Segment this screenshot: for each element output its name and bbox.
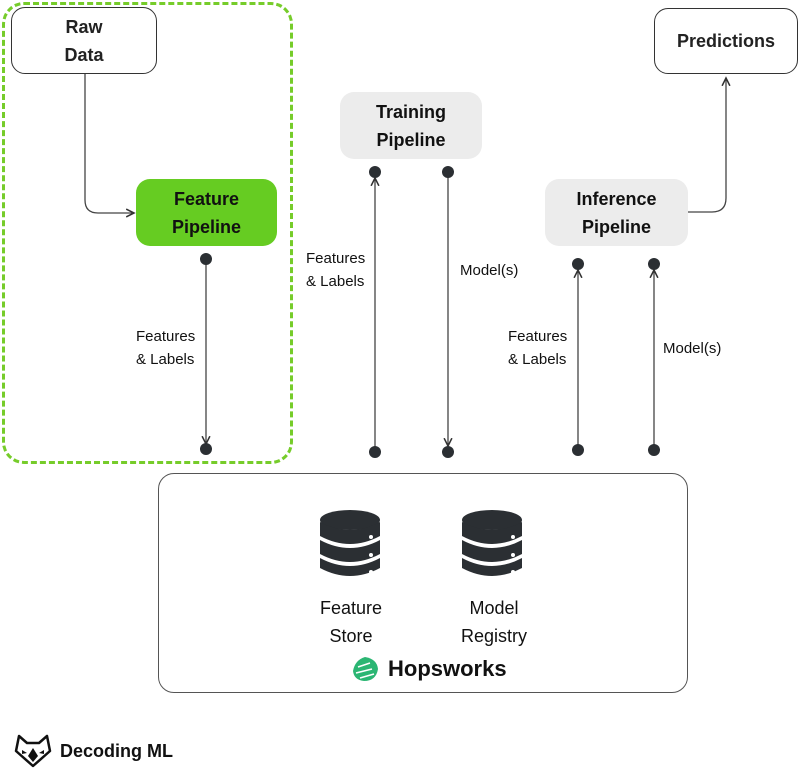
edge-label-store-to-training: Features & Labels: [306, 250, 366, 290]
edge-dot: [572, 444, 584, 456]
edge-label-registry-to-inference: Model(s): [663, 340, 722, 357]
edge-dot: [369, 166, 381, 178]
brand-name: Decoding ML: [60, 740, 173, 761]
edge-dot: [442, 166, 454, 178]
hopsworks-name: Hopsworks: [388, 656, 507, 681]
edge-dot: [648, 444, 660, 456]
database-icon: [320, 510, 380, 576]
edge-dot: [572, 258, 584, 270]
edge-dot: [200, 253, 212, 265]
hopsworks-logo-icon: [353, 657, 378, 681]
decoding-ml-brand: Decoding ML: [14, 734, 173, 768]
predictions-node[interactable]: Predictions: [654, 8, 798, 74]
feature-pipeline-group: [2, 2, 293, 464]
edge-raw-to-feature: [84, 74, 134, 213]
edge-dot: [648, 258, 660, 270]
model-registry-label: Model Registry: [460, 598, 527, 646]
hopsworks-platform: [158, 473, 688, 693]
hopsworks-brand: Hopsworks: [350, 655, 507, 683]
edge-label-store-to-inference: Features & Labels: [508, 328, 568, 368]
edge-inference-to-predictions: [688, 78, 726, 213]
edge-dot: [200, 443, 212, 455]
inference-pipeline-node[interactable]: Inference Pipeline: [545, 179, 688, 246]
edge-dot: [442, 446, 454, 458]
database-icon: [462, 510, 522, 576]
edge-dot: [369, 446, 381, 458]
wolf-logo-icon: [14, 734, 52, 768]
edge-label-feature-to-store: Features & Labels: [136, 328, 196, 368]
training-pipeline-node[interactable]: Training Pipeline: [340, 92, 482, 159]
feature-store-label: Feature Store: [319, 598, 383, 646]
edge-label-training-to-registry: Model(s): [460, 262, 519, 279]
raw-data-node[interactable]: Raw Data: [11, 7, 157, 74]
feature-pipeline-node[interactable]: Feature Pipeline: [136, 179, 277, 246]
